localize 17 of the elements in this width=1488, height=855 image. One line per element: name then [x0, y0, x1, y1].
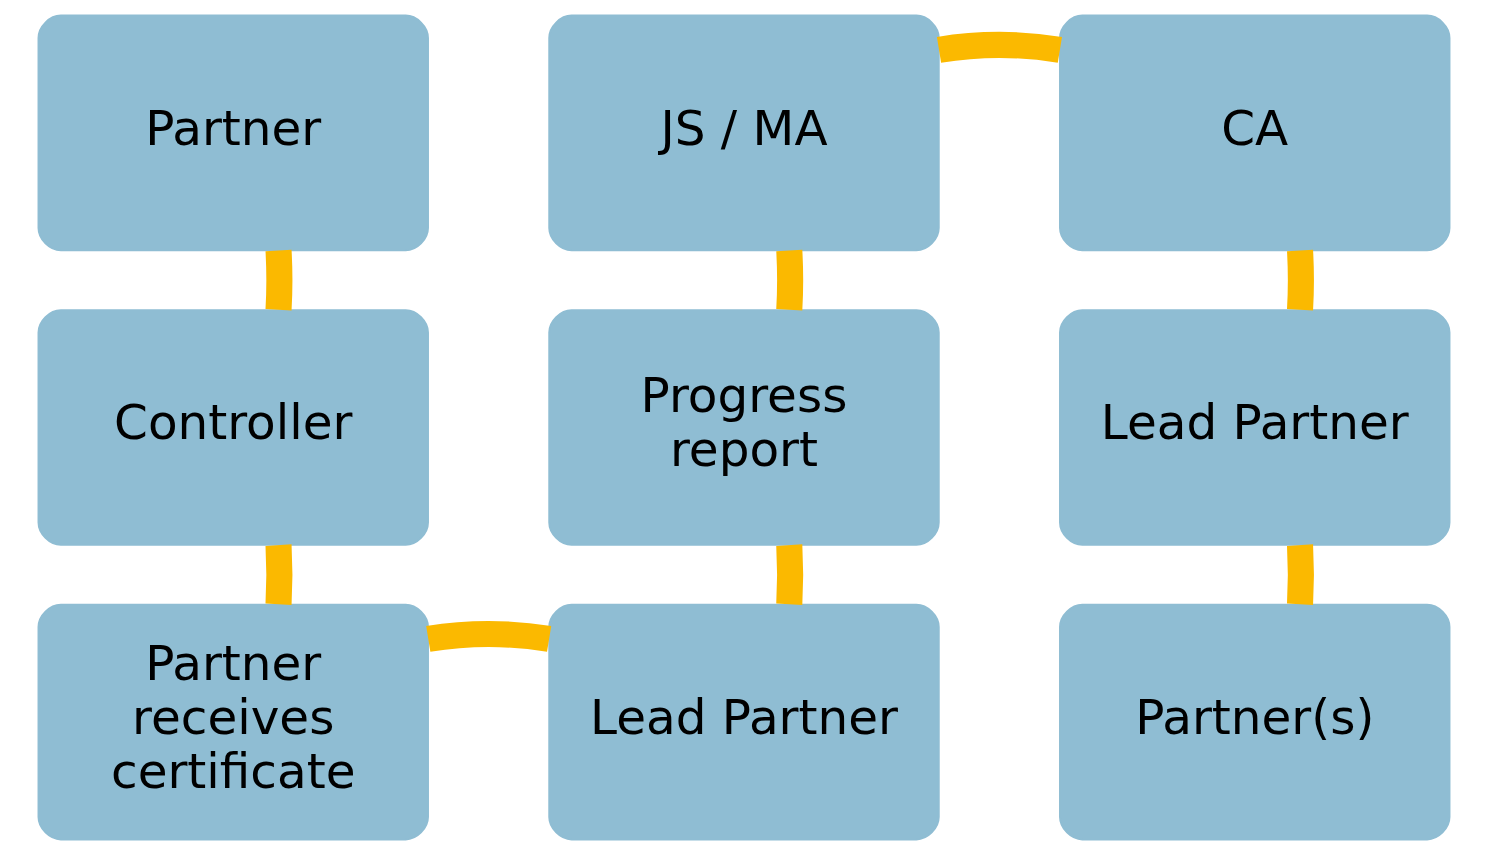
- node-box: CA: [1059, 14, 1451, 252]
- connector: [776, 544, 804, 606]
- node-box: JS / MA: [548, 14, 940, 252]
- connector: [937, 31, 1062, 63]
- node-box: Controller: [37, 309, 429, 546]
- node-box: Progress report: [548, 309, 940, 546]
- node-box: Lead Partner: [1059, 309, 1451, 546]
- connector: [426, 620, 552, 652]
- connector: [265, 249, 293, 311]
- node-box: Partner receives certificate: [37, 603, 429, 841]
- node-box: Partner(s): [1059, 603, 1451, 841]
- connector: [1287, 249, 1314, 311]
- connector: [1287, 544, 1314, 606]
- node-box: Partner: [37, 14, 429, 252]
- node-box: Lead Partner: [548, 603, 940, 841]
- connector: [265, 544, 293, 606]
- connector: [776, 249, 804, 311]
